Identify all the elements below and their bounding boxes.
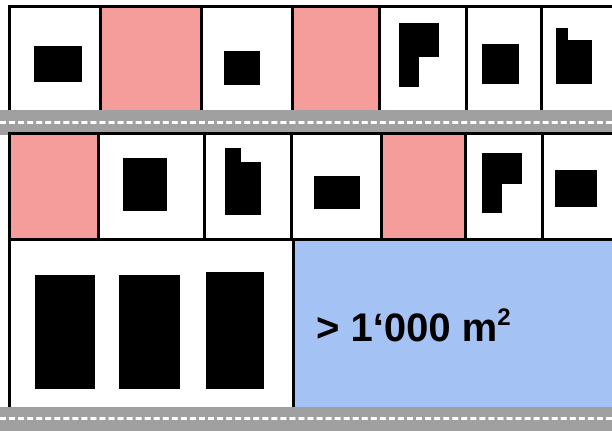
building — [123, 158, 167, 211]
large-lot — [292, 238, 612, 410]
vacant-lot-row2-5 — [380, 132, 467, 241]
lot-row2-2 — [97, 132, 206, 241]
lot-row1-1 — [8, 5, 102, 113]
l-shaped-building — [482, 153, 522, 213]
lot-row1-7 — [540, 5, 612, 113]
building — [34, 46, 82, 82]
lot-row2-6 — [464, 132, 544, 241]
building — [35, 275, 95, 389]
lot-row1-5 — [378, 5, 468, 113]
building — [119, 275, 180, 389]
building — [555, 170, 597, 207]
vacant-lot-row1-4 — [291, 5, 381, 113]
area-label-superscript: 2 — [497, 304, 511, 331]
lot-row2-3 — [203, 132, 293, 241]
stepped-building — [225, 148, 261, 215]
building — [482, 44, 519, 84]
area-label-text: > 1‘000 m — [316, 306, 498, 350]
lot-row2-4 — [290, 132, 383, 241]
vacant-lot-row1-2 — [99, 5, 203, 113]
lot-row1-3 — [200, 5, 294, 113]
area-label: > 1‘000 m2 — [316, 304, 511, 352]
building — [224, 51, 260, 85]
lot-row3-1 — [8, 238, 295, 410]
lane-marking-upper — [0, 121, 612, 124]
lot-row1-6 — [465, 5, 543, 113]
building — [206, 272, 264, 389]
stepped-building — [556, 28, 592, 84]
building — [314, 176, 360, 209]
vacant-lot-row2-1 — [8, 132, 100, 241]
l-shaped-building — [399, 23, 439, 87]
lane-marking-lower — [0, 417, 612, 420]
lot-row2-7 — [541, 132, 612, 241]
